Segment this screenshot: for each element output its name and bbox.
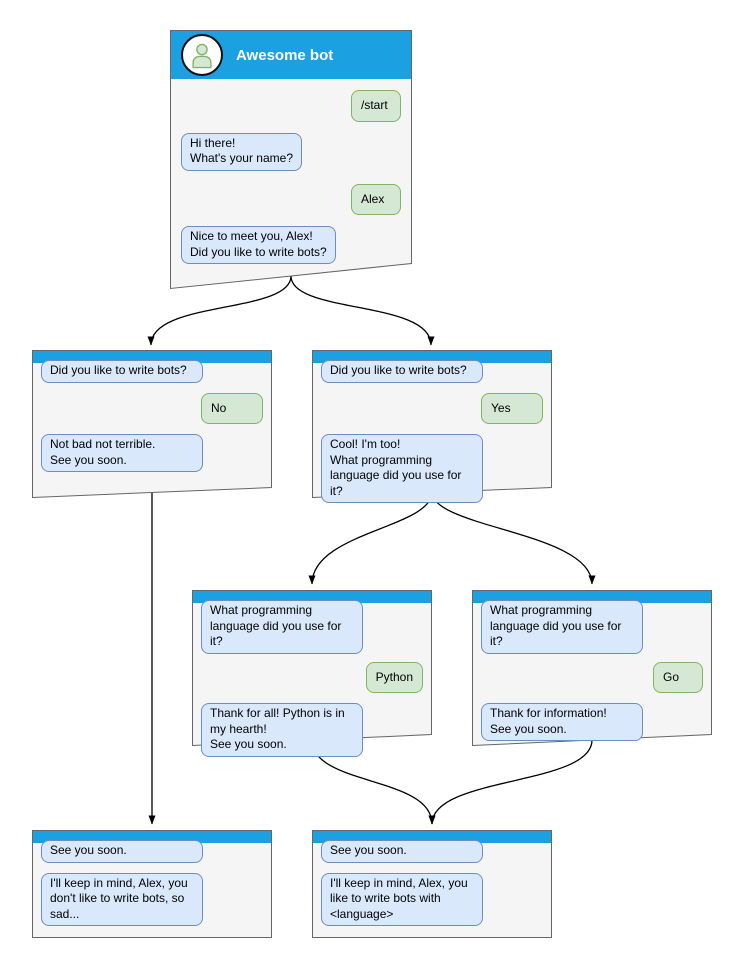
bot-avatar-icon: [181, 34, 223, 76]
bot-title: Awesome bot: [236, 46, 334, 64]
bot-message-bubble: Did you like to write bots?: [321, 360, 483, 383]
chat-body: What programming language did you use fo…: [473, 590, 711, 741]
user-message-bubble: Go: [653, 661, 703, 693]
chat-window-main: Awesome bot /start Hi there! What's your…: [170, 30, 412, 290]
chat-window-branch-go: What programming language did you use fo…: [472, 590, 712, 746]
person-icon: [192, 43, 212, 69]
bot-message-bubble: See you soon.: [321, 840, 483, 863]
chat-window-branch-no: Did you like to write bots? No Not bad n…: [32, 350, 272, 498]
user-message-bubble: Yes: [481, 392, 543, 424]
user-message-bubble: /start: [351, 90, 401, 122]
edge-go-to-endyes: [428, 739, 593, 825]
chat-window-branch-python: What programming language did you use fo…: [192, 590, 432, 757]
chat-body: /start Hi there! What's your name? Alex …: [171, 79, 411, 264]
chat-window-end-no: See you soon. I'll keep in mind, Alex, y…: [32, 830, 272, 938]
bot-message-bubble: I'll keep in mind, Alex, you don't like …: [41, 872, 203, 926]
user-message-bubble: Python: [365, 661, 423, 693]
bot-message-bubble: See you soon.: [41, 840, 203, 863]
edge-yes-to-python: [308, 491, 433, 585]
window-titlebar: Awesome bot: [171, 31, 411, 79]
bot-message-bubble: What programming language did you use fo…: [201, 600, 363, 654]
bot-message-bubble: Not bad not terrible. See you soon.: [41, 434, 203, 472]
chat-window-end-yes: See you soon. I'll keep in mind, Alex, y…: [312, 830, 552, 938]
chat-body: See you soon. I'll keep in mind, Alex, y…: [313, 830, 551, 926]
chat-body: Did you like to write bots? No Not bad n…: [33, 350, 271, 472]
bot-message-bubble: Thank for all! Python is in my hearth! S…: [201, 703, 363, 757]
bot-message-bubble: What programming language did you use fo…: [481, 600, 643, 654]
bot-message-bubble: Cool! I'm too! What programming language…: [321, 434, 483, 503]
bot-message-bubble: Did you like to write bots?: [41, 360, 203, 383]
chat-window-branch-yes: Did you like to write bots? Yes Cool! I'…: [312, 350, 552, 503]
bot-message-bubble: Hi there! What's your name?: [181, 132, 303, 171]
chat-body: What programming language did you use fo…: [193, 590, 431, 757]
chat-body: See you soon. I'll keep in mind, Alex, y…: [33, 830, 271, 926]
user-message-bubble: Alex: [351, 183, 401, 215]
chat-body: Did you like to write bots? Yes Cool! I'…: [313, 350, 551, 503]
edge-main-to-yes: [290, 275, 435, 346]
bot-message-bubble: Nice to meet you, Alex! Did you like to …: [181, 226, 336, 264]
edge-main-to-no: [147, 275, 292, 346]
bot-message-bubble: Thank for information! See you soon.: [481, 703, 643, 741]
bot-message-bubble: I'll keep in mind, Alex, you like to wri…: [321, 872, 483, 926]
user-message-bubble: No: [201, 392, 263, 424]
edge-yes-to-go: [431, 491, 596, 585]
